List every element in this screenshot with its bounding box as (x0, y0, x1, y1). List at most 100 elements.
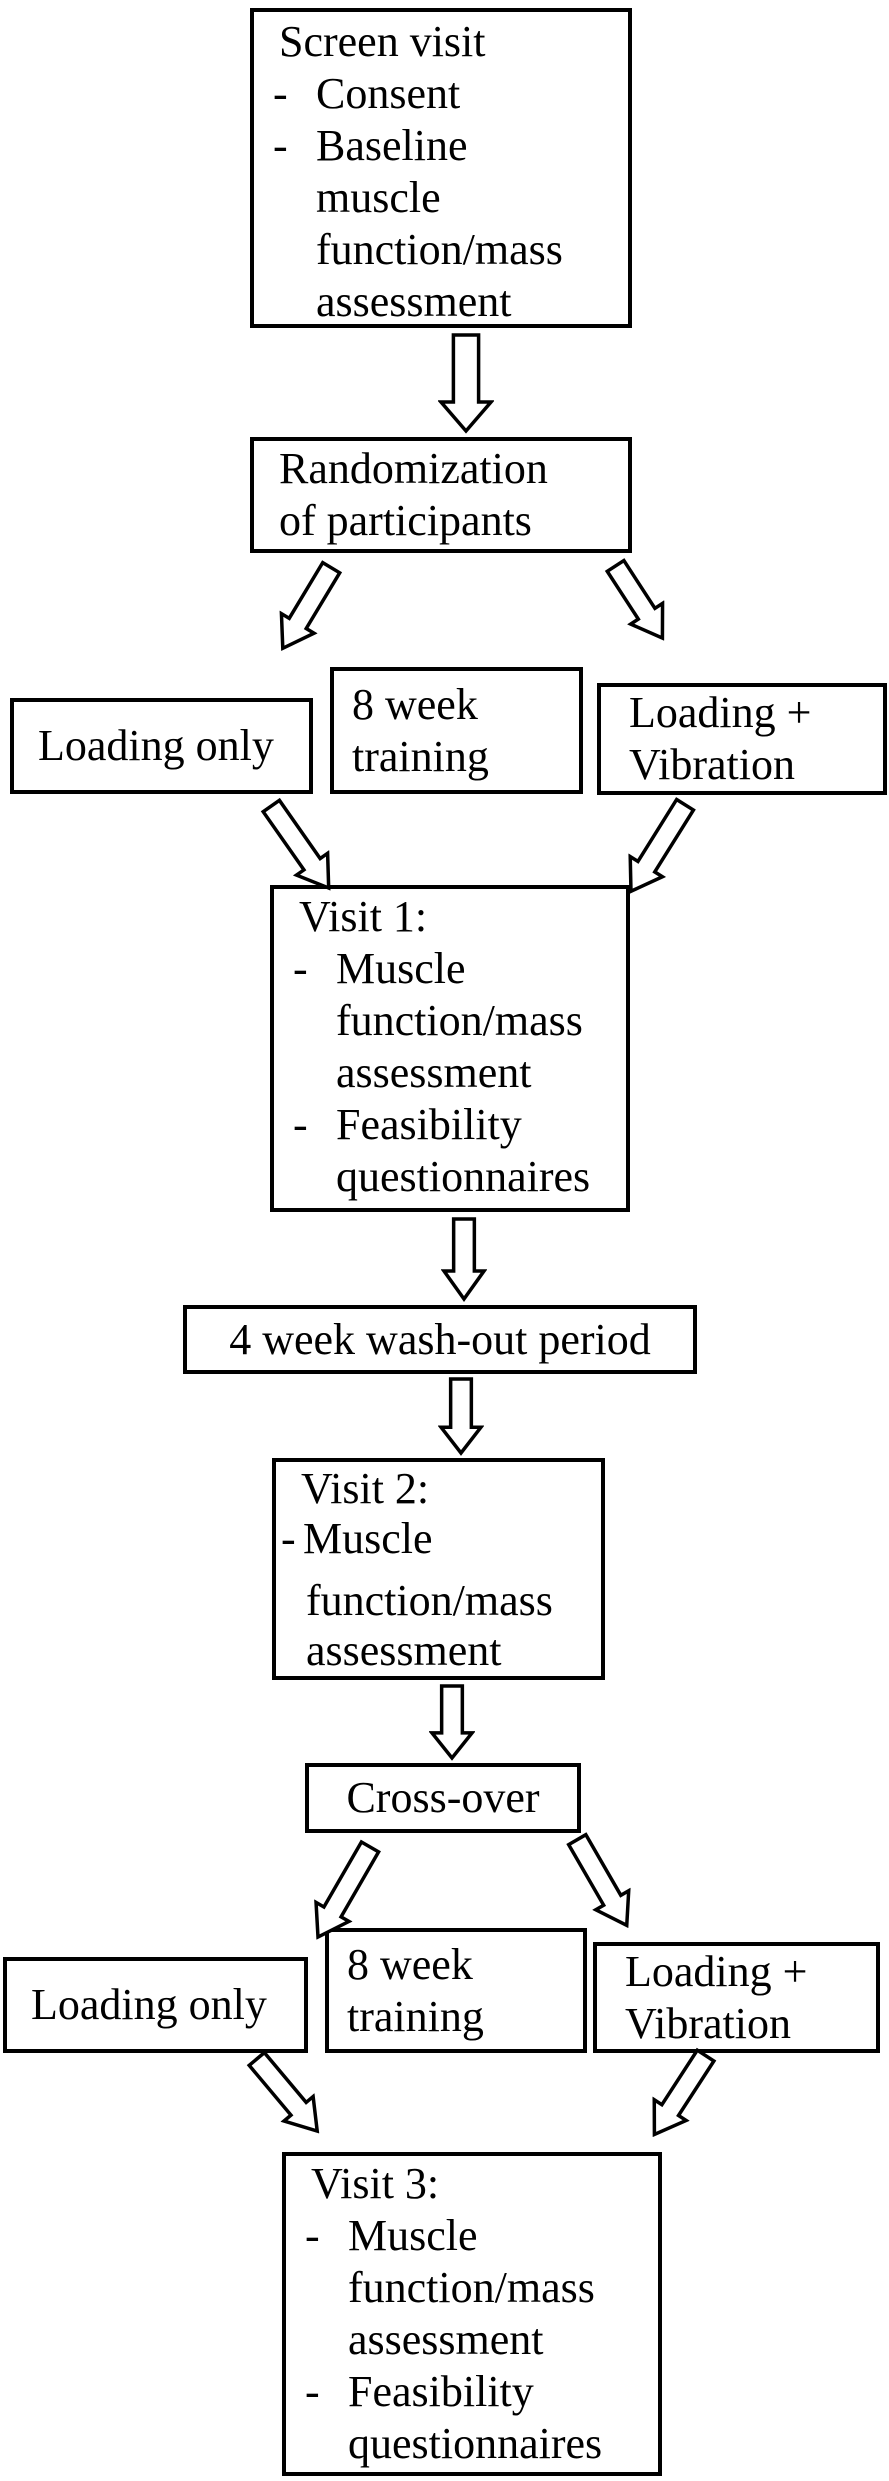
text-span: function/mass (348, 2263, 595, 2312)
text-line: assessment (254, 276, 628, 328)
text-line: assessment (276, 1626, 601, 1676)
text-line: -Muscle (276, 1514, 601, 1564)
text-line: Randomization (254, 443, 628, 495)
box-loading-vibration-1: Loading +Vibration (597, 683, 887, 795)
dash-marker: - (293, 944, 308, 993)
text-span: assessment (336, 1048, 532, 1097)
box-loading-only-1: Loading only (10, 698, 313, 794)
box-crossover: Cross-over (305, 1763, 581, 1833)
text-span: 8 week (347, 1939, 473, 1989)
text-line: -Feasibility (274, 1099, 626, 1151)
text-line: Visit 3: (286, 2158, 658, 2210)
text-span: function/mass (316, 225, 563, 274)
arrow-loading-1-to-visit-1-icon (252, 791, 349, 903)
text-span: training (352, 731, 489, 781)
arrow-visit-2-to-crossover-icon (429, 1683, 475, 1761)
dash-marker: - (273, 69, 288, 118)
dash-marker: - (273, 121, 288, 170)
arrow-vibration-1-to-visit-1-icon (611, 791, 706, 906)
text-line: 4 week wash-out period (229, 1314, 651, 1364)
text-span: Visit 1: (299, 892, 428, 941)
arrow-vibration-2-to-visit-3-icon (634, 2041, 725, 2149)
text-span: Vibration (629, 740, 795, 789)
text-line: Visit 2: (276, 1464, 601, 1514)
text-line: Cross-over (346, 1773, 540, 1822)
text-line: assessment (286, 2314, 658, 2366)
text-line: -Muscle (274, 943, 626, 995)
text-line: Vibration (601, 739, 883, 791)
text-span: 8 week (352, 679, 478, 729)
dash-marker: - (281, 1514, 296, 1563)
text-span: Vibration (625, 1998, 791, 2048)
box-loading-only-2: Loading only (3, 1957, 308, 2053)
text-span: Consent (316, 69, 461, 118)
text-line: -Feasibility (286, 2366, 658, 2418)
text-line: questionnaires (274, 1151, 626, 1203)
box-washout: 4 week wash-out period (183, 1305, 697, 1374)
text-line: Loading only (38, 721, 274, 770)
text-span: function/mass (336, 996, 583, 1045)
text-span: assessment (316, 277, 512, 326)
text-line: muscle (254, 172, 628, 224)
arrow-visit-1-to-washout-icon (441, 1216, 487, 1302)
text-line: Loading + (601, 687, 883, 739)
text-span: Screen visit (279, 17, 486, 66)
text-line: function/mass (274, 995, 626, 1047)
text-line: Screen visit (254, 16, 628, 68)
arrow-randomization-to-loading-1-icon (262, 554, 351, 662)
arrow-screen-to-randomization-icon (438, 332, 494, 434)
text-span: Muscle (348, 2211, 478, 2260)
arrow-randomization-to-vibration-1-icon (595, 551, 682, 652)
text-line: -Baseline (254, 120, 628, 172)
text-span: training (347, 1991, 484, 2041)
text-span: questionnaires (348, 2419, 603, 2468)
text-line: Visit 1: (274, 891, 626, 943)
arrow-washout-to-visit-2-icon (438, 1376, 484, 1456)
text-line: training (334, 731, 579, 783)
text-line: questionnaires (286, 2418, 658, 2470)
text-span: Muscle (303, 1514, 433, 1563)
text-span: Loading + (629, 688, 812, 737)
text-line: of participants (254, 495, 628, 547)
text-line: -Consent (254, 68, 628, 120)
text-line: -Muscle (286, 2210, 658, 2262)
text-line: Loading only (31, 1980, 267, 2029)
arrow-crossover-to-vibration-2-icon (557, 1826, 648, 1939)
text-span: assessment (348, 2315, 544, 2364)
text-span: Feasibility (336, 1100, 522, 1149)
text-line: 8 week (329, 1939, 583, 1991)
text-line: Vibration (597, 1998, 876, 2050)
text-span: Visit 3: (311, 2159, 440, 2208)
text-span: assessment (306, 1626, 502, 1675)
arrow-crossover-to-loading-2-icon (297, 1833, 390, 1950)
text-span: Muscle (336, 944, 466, 993)
text-span: Visit 2: (301, 1464, 430, 1513)
text-span: Loading + (625, 1946, 808, 1996)
dash-marker: - (293, 1100, 308, 1149)
text-span: Feasibility (348, 2367, 534, 2416)
text-line: Loading + (597, 1946, 876, 1998)
text-line: function/mass (254, 224, 628, 276)
text-line: assessment (274, 1047, 626, 1099)
text-span: Baseline (316, 121, 468, 170)
text-line: 8 week (334, 679, 579, 731)
text-line: training (329, 1991, 583, 2043)
text-line: function/mass (276, 1576, 601, 1626)
text-span: Randomization (279, 444, 548, 493)
dash-marker: - (305, 2367, 320, 2416)
text-span: questionnaires (336, 1152, 591, 1201)
arrow-loading-2-to-visit-3-icon (238, 2043, 336, 2148)
text-span: muscle (316, 173, 441, 222)
text-span: function/mass (306, 1576, 553, 1625)
box-loading-vibration-2: Loading +Vibration (593, 1942, 880, 2053)
text-span: of participants (279, 496, 532, 545)
dash-marker: - (305, 2211, 320, 2260)
